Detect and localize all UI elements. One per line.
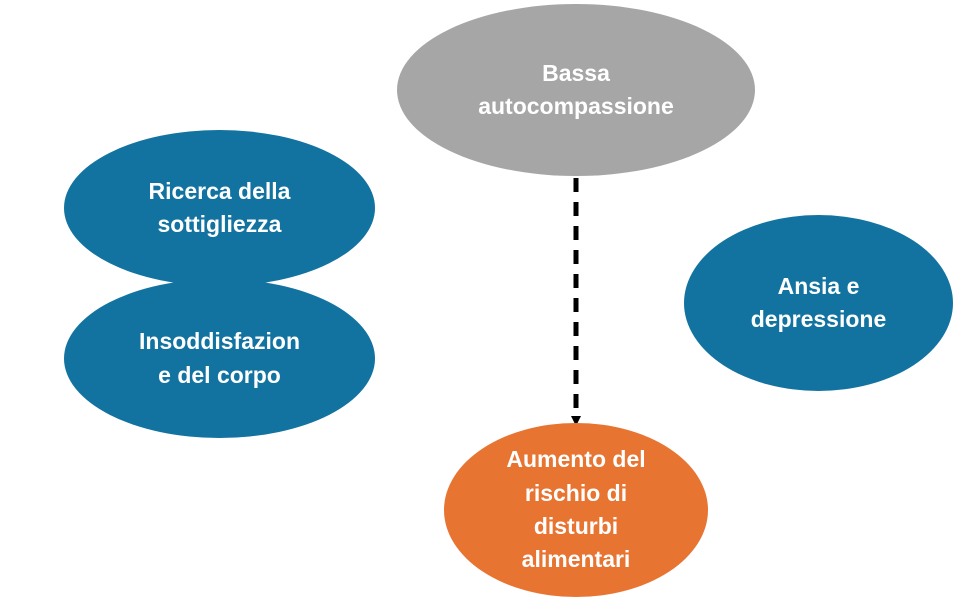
node-insoddisfazione-corpo: Insoddisfazion e del corpo xyxy=(64,279,375,438)
node-label: Aumento del rischio di disturbi alimenta… xyxy=(506,446,646,573)
node-label: Ansia e depressione xyxy=(750,272,887,332)
node-aumento-rischio: Aumento del rischio di disturbi alimenta… xyxy=(444,423,708,597)
node-bassa-autocompassione: Bassa autocompassione xyxy=(397,4,755,176)
node-ansia-depressione: Ansia e depressione xyxy=(684,215,953,391)
node-label: Ricerca della sottigliezza xyxy=(148,177,291,237)
node-ricerca-sottigliezza: Ricerca della sottigliezza xyxy=(64,130,375,286)
node-label: Insoddisfazion e del corpo xyxy=(139,328,300,388)
node-label: Bassa autocompassione xyxy=(478,59,674,119)
